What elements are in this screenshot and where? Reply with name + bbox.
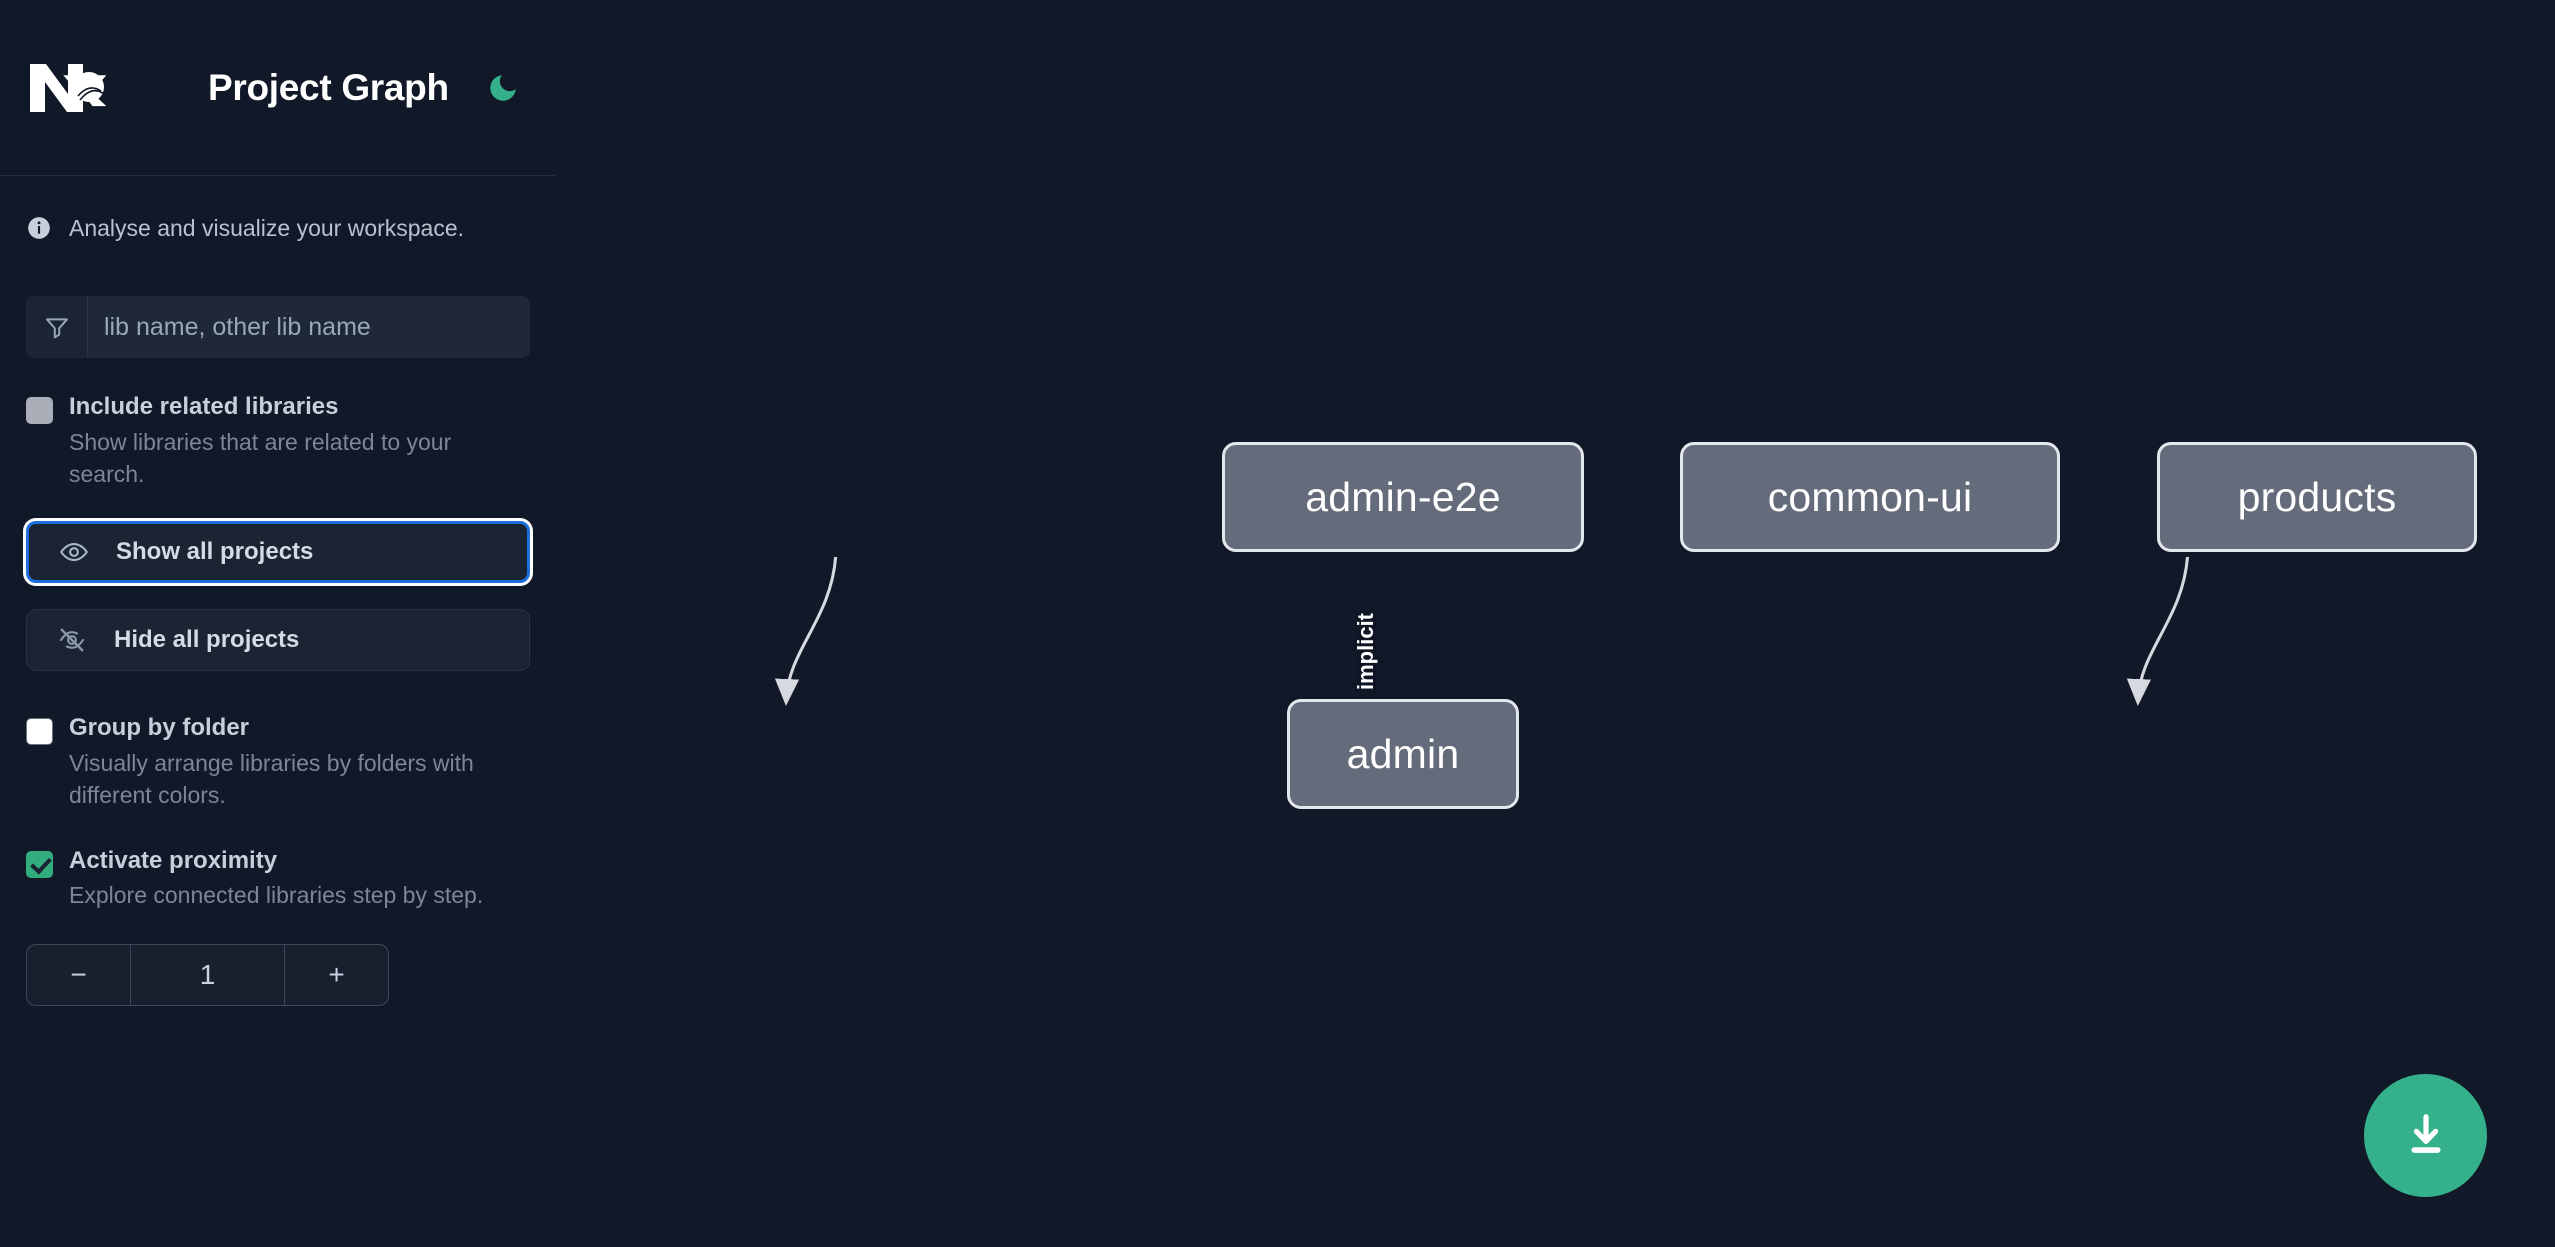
filter-icon bbox=[26, 296, 88, 358]
tagline: Analyse and visualize your workspace. bbox=[26, 210, 530, 246]
option-label: Include related libraries bbox=[69, 393, 339, 420]
graph-node-common-ui[interactable]: common-ui bbox=[1680, 442, 2060, 552]
download-button[interactable] bbox=[2364, 1074, 2487, 1197]
moon-icon[interactable] bbox=[483, 68, 523, 108]
proximity-stepper: − 1 + bbox=[26, 944, 389, 1007]
stepper-value: 1 bbox=[199, 959, 216, 991]
info-icon bbox=[26, 215, 52, 241]
edge-label-implicit-admin: implicit bbox=[1353, 612, 1378, 690]
sidebar-header: Project Graph bbox=[0, 0, 556, 176]
checkbox-activate-proximity[interactable] bbox=[26, 850, 53, 878]
graph-node-admin-e2e[interactable]: admin-e2e bbox=[1222, 442, 1584, 552]
option-label: Activate proximity bbox=[69, 846, 278, 874]
stepper-decrement-button[interactable]: − bbox=[27, 945, 131, 1006]
show-all-projects-button[interactable]: Show all projects bbox=[26, 520, 530, 583]
hide-all-projects-label: Hide all projects bbox=[114, 625, 300, 653]
option-activate-proximity[interactable]: Activate proximity Explore connected lib… bbox=[26, 844, 530, 912]
checkbox-include-related-libraries[interactable] bbox=[26, 397, 53, 424]
edge-admin-e2e-admin bbox=[774, 556, 838, 706]
search-row bbox=[26, 296, 530, 358]
nx-logo bbox=[26, 56, 126, 120]
checkbox-group-by-folder[interactable] bbox=[26, 717, 53, 745]
sidebar: Project Graph Analyse and visualize your… bbox=[0, 0, 556, 1247]
eye-icon bbox=[57, 535, 91, 569]
option-label: Group by folder bbox=[69, 713, 249, 741]
download-icon bbox=[2400, 1108, 2452, 1163]
option-include-related-libraries[interactable]: Include related libraries Show libraries… bbox=[26, 390, 530, 491]
option-group-by-folder[interactable]: Group by folder Visually arrange librari… bbox=[26, 711, 530, 812]
option-description: Show libraries that are related to your … bbox=[69, 428, 452, 488]
option-description: Explore connected libraries step by step… bbox=[69, 882, 484, 909]
eye-off-icon bbox=[55, 623, 89, 657]
search-input[interactable] bbox=[88, 296, 530, 358]
graph-canvas[interactable]: implicit implicit admin-e2e common-ui pr… bbox=[556, 0, 2555, 1247]
tagline-text: Analyse and visualize your workspace. bbox=[69, 214, 465, 241]
hide-all-projects-button[interactable]: Hide all projects bbox=[26, 608, 530, 671]
stepper-increment-button[interactable]: + bbox=[284, 945, 388, 1006]
graph-edges bbox=[774, 556, 2190, 706]
sidebar-body: Analyse and visualize your workspace. In… bbox=[0, 210, 556, 1007]
graph-node-products[interactable]: products bbox=[2157, 442, 2477, 552]
graph-node-admin[interactable]: admin bbox=[1287, 699, 1519, 809]
page-title: Project Graph bbox=[208, 66, 449, 108]
option-description: Visually arrange libraries by folders wi… bbox=[69, 749, 474, 809]
edge-store-e2e-store bbox=[2126, 556, 2190, 706]
show-all-projects-label: Show all projects bbox=[116, 537, 314, 565]
